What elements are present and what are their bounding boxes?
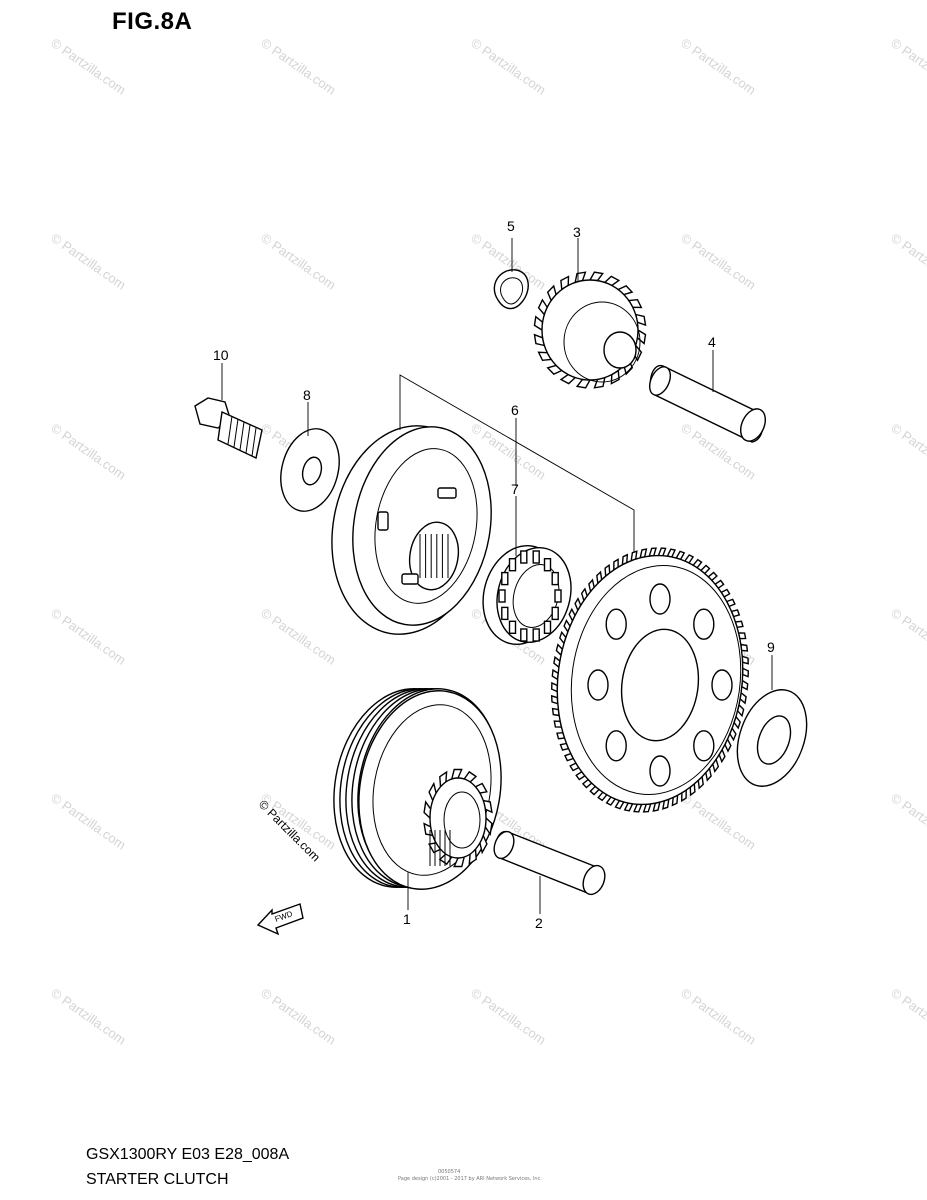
- callout-8: 8: [303, 387, 311, 403]
- bearing-roller: [532, 550, 540, 564]
- callout-9: 9: [767, 639, 775, 655]
- callout-7: 7: [511, 481, 519, 497]
- watermark-text: © Partzilla.com: [48, 790, 128, 853]
- bearing-roller: [498, 589, 506, 603]
- watermark-text: © Partzilla.com: [48, 35, 128, 98]
- bearing-roller: [532, 628, 540, 642]
- part-3-idle-gear[interactable]: [533, 271, 647, 389]
- gear-hole: [587, 669, 609, 701]
- bearing-roller: [520, 550, 528, 564]
- part-10-bolt[interactable]: [194, 397, 263, 460]
- bearing-roller: [551, 606, 559, 621]
- bearing-roller: [543, 558, 552, 572]
- watermark-text: © Partzilla.com: [468, 35, 548, 98]
- part-9-washer[interactable]: [725, 680, 819, 796]
- watermark-text: © Partzilla.com: [258, 985, 338, 1048]
- bearing-roller: [543, 620, 552, 634]
- watermark-text: © Partzilla.com: [258, 230, 338, 293]
- bearing-roller: [520, 628, 528, 642]
- callout-3: 3: [573, 224, 581, 240]
- starter-clutch-body[interactable]: [316, 414, 506, 647]
- bearing-roller: [501, 606, 509, 621]
- part-5-circlip[interactable]: [493, 269, 529, 310]
- callout-6: 6: [511, 402, 519, 418]
- watermark-text: © Partzilla.com: [888, 790, 927, 853]
- gear-tooth: [648, 547, 657, 557]
- watermark-text: © Partzilla.com: [888, 35, 927, 98]
- gear-hole: [605, 730, 627, 762]
- fwd-arrow: FWD: [256, 903, 304, 936]
- part-1-starter-clutch-gear[interactable]: [319, 677, 517, 900]
- watermark-text: © Partzilla.com: [48, 605, 128, 668]
- bearing-roller: [554, 589, 562, 603]
- gear-tooth: [657, 547, 667, 557]
- watermark-text: © Partzilla.com: [678, 230, 758, 293]
- starter-driven-gear[interactable]: [541, 543, 758, 816]
- watermark-text: © Partzilla.com: [48, 420, 128, 483]
- watermark-text: © Partzilla.com: [258, 605, 338, 668]
- part-6-7-bearing[interactable]: [472, 537, 581, 653]
- callout-10: 10: [213, 347, 229, 363]
- figure-title: FIG.8A: [112, 8, 193, 35]
- diagram-code: GSX1300RY E03 E28_008A: [86, 1146, 290, 1163]
- bearing-roller: [551, 571, 559, 586]
- callout-2: 2: [535, 915, 543, 931]
- watermark-text: © Partzilla.com: [888, 985, 927, 1048]
- gear-hole: [649, 755, 671, 787]
- watermark-text: © Partzilla.com: [48, 230, 128, 293]
- copyright-notice: Page design (c)2001 - 2017 by ARI Networ…: [398, 1176, 542, 1182]
- diagram-code-small: 0050574: [438, 1169, 461, 1175]
- watermark-text: © Partzilla.com: [888, 230, 927, 293]
- gear-hole: [711, 669, 733, 701]
- watermark-text: © Partzilla.com: [678, 985, 758, 1048]
- watermark-text: © Partzilla.com: [678, 790, 758, 853]
- part-4-idle-gear-shaft[interactable]: [646, 364, 771, 445]
- gear-tooth: [550, 681, 558, 693]
- callouts: 5 3 4 10 8 6 7 9 1 2: [213, 218, 775, 931]
- gear-hole: [649, 583, 671, 615]
- watermark-text: © Partzilla.com: [468, 985, 548, 1048]
- gear-hole: [605, 608, 627, 640]
- watermark-text: © Partzilla.com: [48, 985, 128, 1048]
- part-8-washer[interactable]: [272, 422, 348, 518]
- part-2-shaft[interactable]: [490, 829, 608, 898]
- bearing-roller: [501, 571, 509, 586]
- gear-tooth: [742, 667, 750, 678]
- watermark-text: © Partzilla.com: [888, 605, 927, 668]
- watermark-text: © Partzilla.com: [678, 35, 758, 98]
- bearing-roller: [508, 620, 517, 634]
- callout-5: 5: [507, 218, 515, 234]
- callout-4: 4: [708, 334, 716, 350]
- watermark-text: © Partzilla.com: [258, 35, 338, 98]
- callout-1: 1: [403, 911, 411, 927]
- diagram-name: STARTER CLUTCH: [86, 1171, 229, 1188]
- bearing-roller: [508, 558, 517, 572]
- gear-hole: [693, 730, 715, 762]
- gear-tooth: [633, 803, 643, 813]
- gear-hole: [693, 608, 715, 640]
- watermark-text: © Partzilla.com: [888, 420, 927, 483]
